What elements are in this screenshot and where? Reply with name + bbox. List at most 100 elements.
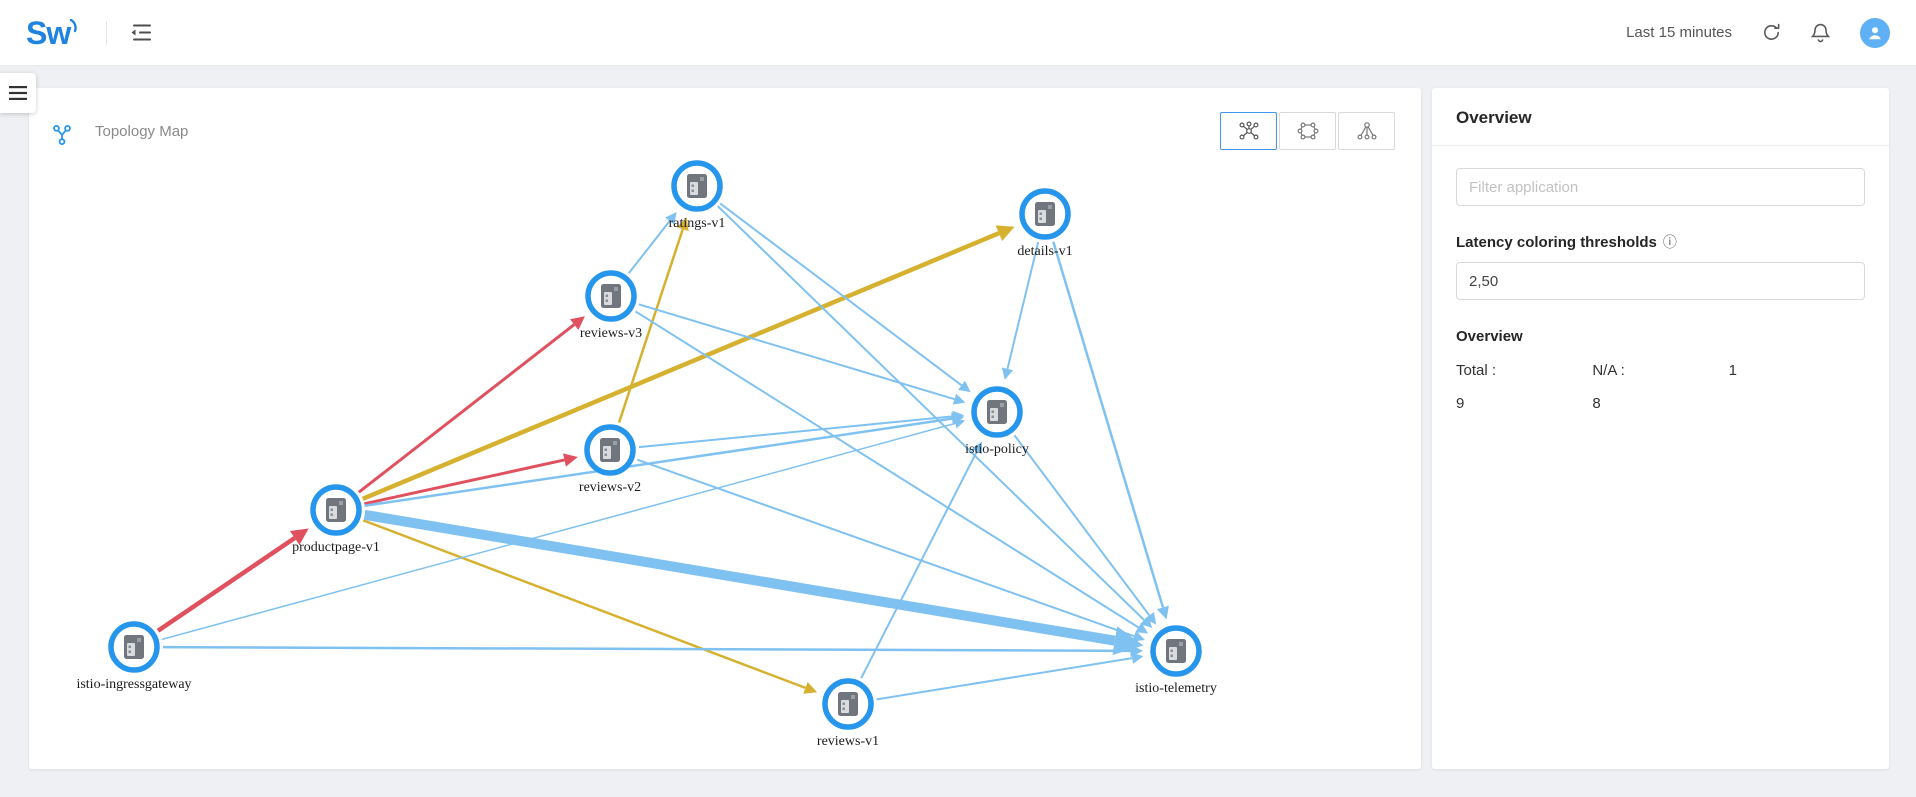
- topology-edge-reviews-v2--istio-telemetry: [636, 458, 1135, 638]
- refresh-icon[interactable]: [1762, 23, 1781, 42]
- server-icon: [124, 635, 144, 659]
- topology-map-card: istio-ingressgateway productpage-v1 review…: [29, 88, 1421, 769]
- topology-graph: istio-ingressgateway productpage-v1 review…: [76, 160, 1217, 749]
- node-label: istio-telemetry: [1135, 681, 1217, 696]
- filter-application-input[interactable]: [1456, 168, 1865, 206]
- skywalking-logo[interactable]: Sw: [26, 17, 82, 49]
- layout-force-button[interactable]: [1220, 112, 1277, 150]
- edge-arrowhead-icon: [563, 453, 578, 467]
- edge-arrowhead-icon: [995, 225, 1015, 242]
- topology-node-istio-telemetry[interactable]: istio-telemetry: [1135, 625, 1217, 696]
- edge-arrowhead-icon: [1144, 612, 1157, 625]
- overview-panel-title: Overview: [1432, 88, 1889, 146]
- total-label: Total :: [1456, 362, 1497, 379]
- topology-edge-istio-ingressgateway--istio-policy: [161, 422, 956, 641]
- logo-text: Sw: [26, 14, 71, 51]
- server-icon: [687, 174, 707, 198]
- server-icon: [987, 400, 1007, 424]
- latency-thresholds-input[interactable]: [1456, 262, 1865, 300]
- server-icon: [600, 438, 620, 462]
- edge-arrowhead-icon: [952, 393, 966, 405]
- node-label: reviews-v1: [817, 734, 879, 749]
- layout-tree-button[interactable]: [1338, 112, 1395, 150]
- topology-edge-reviews-v1--istio-telemetry: [876, 657, 1133, 701]
- overview-panel: Overview Latency coloring thresholds ⓘ O…: [1432, 88, 1889, 769]
- sidebar-collapse-button[interactable]: [0, 73, 36, 113]
- topology-node-istio-ingressgateway[interactable]: istio-ingressgateway: [76, 621, 192, 692]
- topology-edge-productpage-v1--reviews-v1: [362, 519, 806, 690]
- topology-node-productpage-v1[interactable]: productpage-v1: [292, 484, 380, 555]
- overview-stats-heading: Overview: [1456, 328, 1523, 345]
- menu-unfold-icon[interactable]: [131, 24, 152, 41]
- edge-arrowhead-icon: [971, 441, 983, 455]
- node-label: details-v1: [1017, 244, 1072, 259]
- page-title: Topology Map: [95, 122, 189, 140]
- info-icon[interactable]: ⓘ: [1662, 234, 1677, 250]
- layout-toolbar: [1220, 112, 1395, 150]
- total-value: 9: [1456, 395, 1465, 412]
- stat-value-third: 1: [1728, 362, 1737, 379]
- edge-arrowhead-icon: [1135, 622, 1149, 634]
- topology-edge-istio-ingressgateway--productpage-v1: [156, 536, 296, 633]
- layout-circular-button[interactable]: [1279, 112, 1336, 150]
- topology-edge-reviews-v3--istio-telemetry: [635, 310, 1139, 629]
- topology-edge-istio-policy--istio-telemetry: [1013, 434, 1151, 617]
- user-avatar[interactable]: [1860, 17, 1890, 48]
- circular-layout-icon: [1297, 122, 1319, 140]
- logo-swoosh-icon: [70, 18, 77, 32]
- force-layout-icon: [1238, 121, 1259, 140]
- edge-arrowhead-icon: [803, 682, 818, 694]
- topbar-right-group: Last 15 minutes: [1626, 17, 1890, 48]
- stat-empty-cell: [1729, 395, 1865, 412]
- node-label: istio-ingressgateway: [76, 677, 191, 692]
- topology-node-details-v1[interactable]: details-v1: [1017, 188, 1073, 259]
- na-value: 8: [1592, 395, 1601, 412]
- topology-edge-ratings-v1--istio-telemetry: [717, 205, 1145, 621]
- node-label: reviews-v3: [580, 326, 642, 341]
- latency-thresholds-label-text: Latency coloring thresholds: [1456, 233, 1657, 251]
- edge-arrowhead-icon: [952, 410, 965, 423]
- topology-node-reviews-v1[interactable]: reviews-v1: [817, 678, 879, 749]
- edge-arrowhead-icon: [1140, 615, 1153, 629]
- topology-node-ratings-v1[interactable]: ratings-v1: [669, 160, 726, 231]
- edge-arrowhead-icon: [1112, 626, 1144, 656]
- topology-node-reviews-v2[interactable]: reviews-v2: [579, 424, 641, 495]
- topology-edge-reviews-v3--istio-policy: [638, 303, 955, 401]
- topology-edge-details-v1--istio-telemetry: [1052, 241, 1165, 608]
- notifications-bell-icon[interactable]: [1811, 23, 1830, 43]
- topology-node-reviews-v3[interactable]: reviews-v3: [580, 270, 642, 341]
- topology-edge-reviews-v2--istio-policy: [638, 415, 953, 449]
- overview-stats-grid: Total : N/A : 1 9 8: [1456, 362, 1865, 412]
- map-card-header: Topology Map: [29, 88, 1421, 150]
- node-label: istio-policy: [965, 442, 1029, 457]
- topology-edge-reviews-v1--istio-policy: [860, 451, 978, 679]
- edge-arrowhead-icon: [958, 380, 971, 393]
- server-icon: [326, 498, 346, 522]
- topology-edge-ratings-v1--istio-policy: [719, 202, 963, 387]
- server-icon: [601, 284, 621, 308]
- topology-edge-reviews-v2--ratings-v1: [617, 228, 684, 423]
- topology-edge-productpage-v1--istio-policy: [364, 417, 953, 507]
- edge-arrowhead-icon: [289, 528, 309, 546]
- tree-layout-icon: [1356, 122, 1377, 140]
- topology-edge-details-v1--istio-policy: [1006, 241, 1040, 370]
- hamburger-icon: [9, 86, 27, 100]
- time-range-selector[interactable]: Last 15 minutes: [1626, 24, 1732, 41]
- edge-arrowhead-icon: [1001, 367, 1014, 380]
- topology-edge-reviews-v3--ratings-v1: [628, 220, 671, 274]
- node-label: ratings-v1: [669, 216, 726, 231]
- topology-node-istio-policy[interactable]: istio-policy: [965, 386, 1029, 457]
- topology-edge-productpage-v1--details-v1: [361, 231, 1000, 501]
- person-icon: [1869, 26, 1881, 39]
- edge-arrowhead-icon: [1156, 605, 1169, 620]
- top-navbar: Sw Last 15 minutes: [0, 0, 1916, 66]
- edge-arrowhead-icon: [1131, 652, 1144, 664]
- latency-thresholds-label: Latency coloring thresholds ⓘ: [1456, 232, 1865, 252]
- topology-branch-icon: [53, 125, 71, 145]
- server-icon: [1035, 202, 1055, 226]
- topology-edge-productpage-v1--istio-telemetry: [363, 509, 1116, 646]
- server-icon: [838, 692, 858, 716]
- divider: [106, 20, 108, 45]
- edge-arrowhead-icon: [570, 316, 585, 330]
- node-label: reviews-v2: [579, 480, 641, 495]
